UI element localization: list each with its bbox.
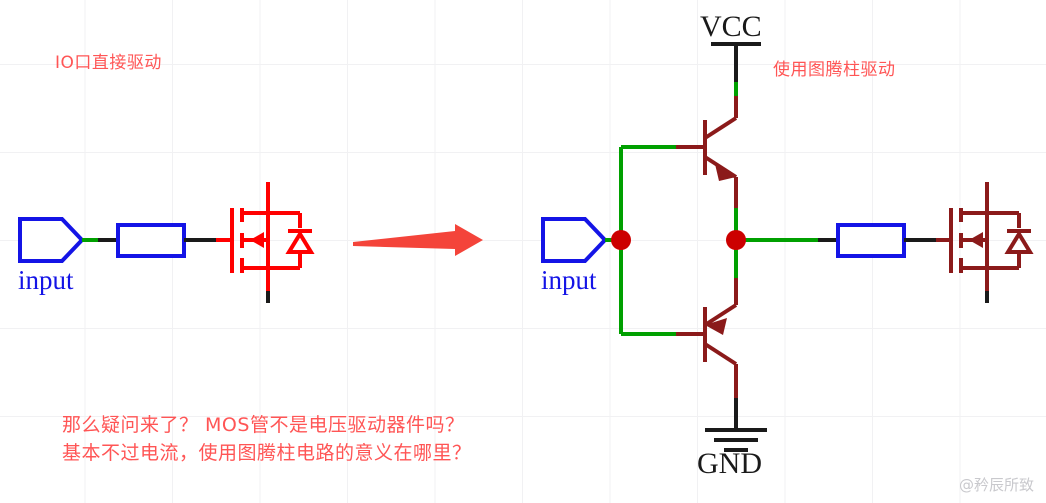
right-input-label: input <box>541 265 597 295</box>
question-line-1: 那么疑问来了？ MOS管不是电压驱动器件吗？ <box>62 414 465 436</box>
right-mosfet <box>936 182 1034 297</box>
right-circuit-title: 使用图腾柱驱动 <box>773 60 896 80</box>
gnd-symbol <box>705 428 767 452</box>
right-gate-resistor <box>836 223 906 258</box>
transition-arrow <box>353 224 483 256</box>
pnp-transistor <box>676 278 738 398</box>
question-line-2: 基本不过电流，使用图腾柱电路的意义在哪里？ <box>62 442 472 464</box>
left-circuit-group <box>18 182 315 303</box>
right-circuit-group <box>541 42 1034 452</box>
left-input-port <box>18 217 85 263</box>
output-junction-dot <box>726 230 746 250</box>
left-circuit-title: IO口直接驱动 <box>55 53 162 73</box>
left-mosfet <box>216 182 315 297</box>
right-input-port <box>541 217 608 263</box>
watermark: @矜辰所致 <box>958 476 1034 494</box>
vcc-label: VCC <box>700 10 762 43</box>
gnd-label: GND <box>697 447 762 480</box>
left-gate-resistor <box>116 223 186 258</box>
npn-transistor <box>676 116 738 208</box>
left-input-label: input <box>18 265 74 295</box>
input-junction-dot <box>611 230 631 250</box>
